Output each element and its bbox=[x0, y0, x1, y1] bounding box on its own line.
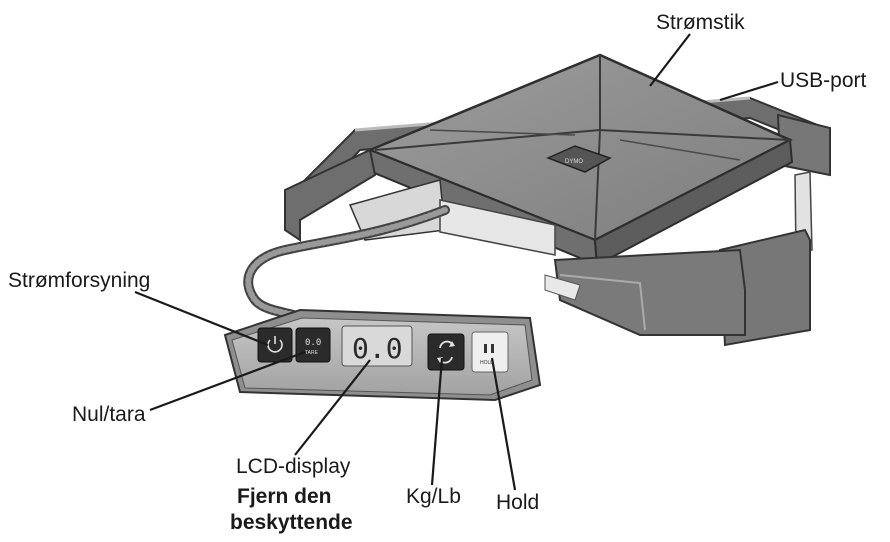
label-lcd-display: LCD-display bbox=[236, 455, 351, 478]
coiled-cable bbox=[243, 205, 450, 325]
leader-hold bbox=[490, 357, 517, 491]
power-icon bbox=[267, 336, 283, 353]
center-brand-mark: DYMO bbox=[565, 159, 583, 165]
tare-button[interactable]: 0.0 TARE bbox=[295, 327, 331, 363]
scale-platform: DYMO bbox=[366, 53, 794, 267]
lcd-value: 0.0 bbox=[352, 332, 403, 365]
hold-button-caption: HOLD bbox=[480, 360, 494, 366]
leader-nul bbox=[149, 350, 306, 412]
front-handle bbox=[284, 148, 746, 336]
label-zero-tare: Nul/tara bbox=[72, 403, 146, 426]
tare-button-caption: TARE bbox=[305, 350, 319, 356]
label-remove-protective-line1: Fjern den bbox=[237, 485, 332, 508]
hold-button[interactable]: HOLD bbox=[471, 331, 509, 373]
tare-button-value: 0.0 bbox=[305, 338, 321, 348]
leader-usb bbox=[719, 80, 779, 102]
lcd-display: 0.0 bbox=[341, 325, 413, 367]
leader-kglb bbox=[430, 357, 444, 486]
power-button[interactable] bbox=[257, 327, 293, 363]
leader-stromforsyning bbox=[134, 290, 269, 347]
label-hold: Hold bbox=[496, 491, 540, 514]
control-panel: DYMO 0.0 TARE 0.0 bbox=[223, 308, 542, 402]
label-power-supply: Strømforsyning bbox=[8, 269, 151, 292]
label-kg-lb: Kg/Lb bbox=[406, 485, 461, 508]
label-power-connector: Strømstik bbox=[656, 11, 745, 34]
leader-stromstik bbox=[649, 33, 691, 87]
unit-toggle-button[interactable] bbox=[427, 333, 465, 371]
label-usb-port: USB-port bbox=[780, 69, 867, 92]
leader-lcd bbox=[294, 359, 371, 456]
leader-lines bbox=[134, 33, 779, 491]
pause-icon bbox=[484, 344, 494, 353]
label-remove-protective-line2: beskyttende bbox=[230, 511, 353, 534]
